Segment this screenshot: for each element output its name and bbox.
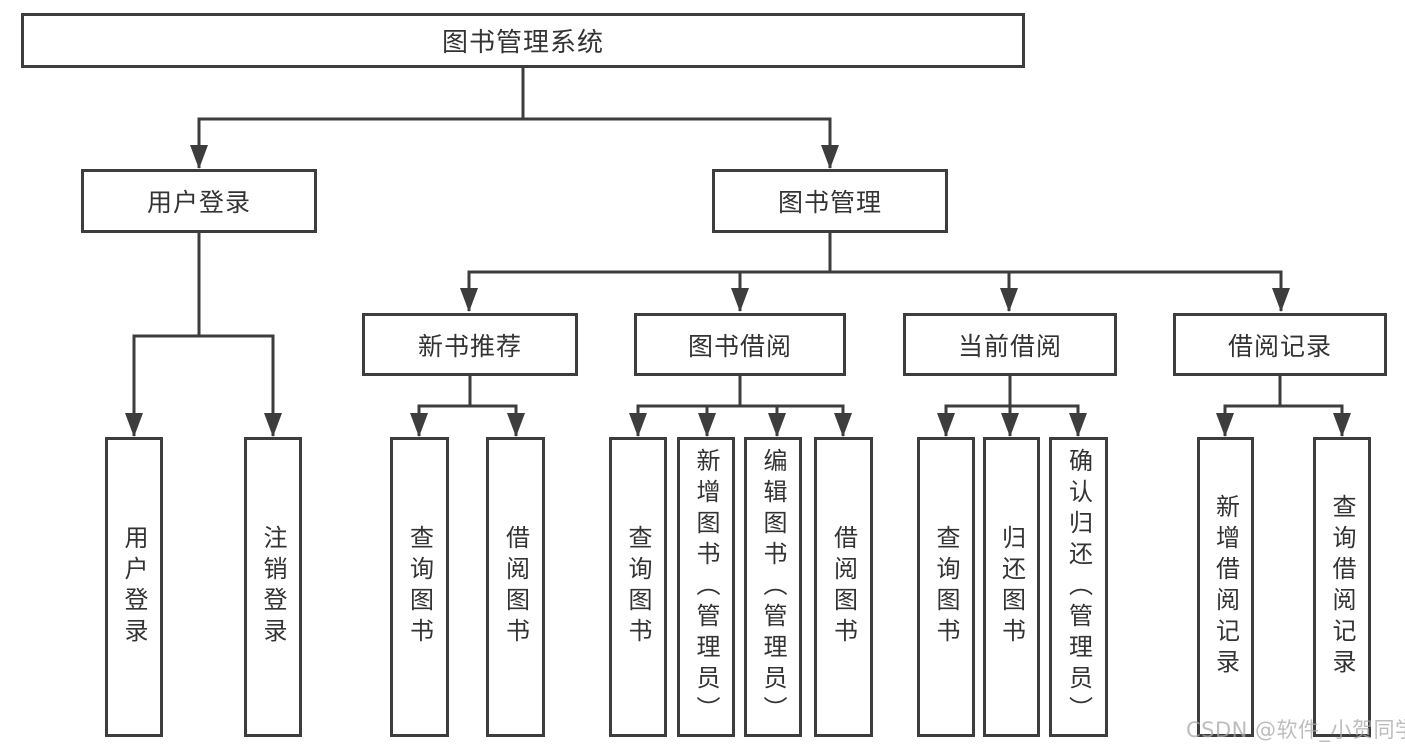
leaf-add-book-admin: 新增图书（管理员） (677, 437, 735, 737)
csdn-watermark: CSDN @软件_小贺同学 (1186, 718, 1405, 742)
leaf-return-books: 归还图书 (983, 437, 1040, 737)
leaf-query-books-current: 查询图书 (917, 437, 975, 737)
node-current-borrow: 当前借阅 (903, 313, 1117, 376)
node-library-system: 图书管理系统 (21, 13, 1025, 68)
node-borrow-records: 借阅记录 (1173, 313, 1387, 376)
leaf-borrow-books: 借阅图书 (814, 437, 873, 737)
leaf-borrow-books-recommend: 借阅图书 (486, 437, 545, 737)
leaf-edit-book-admin: 编辑图书（管理员） (744, 437, 802, 737)
leaf-query-books-recommend: 查询图书 (390, 437, 449, 737)
leaf-query-borrow-record: 查询借阅记录 (1313, 437, 1371, 737)
leaf-logout: 注销登录 (244, 437, 302, 737)
node-user-login: 用户登录 (81, 169, 317, 233)
leaf-add-borrow-record: 新增借阅记录 (1197, 437, 1254, 737)
node-new-book-recommend: 新书推荐 (362, 313, 578, 376)
leaf-query-books-borrow: 查询图书 (609, 437, 667, 737)
leaf-user-login: 用户登录 (105, 437, 163, 737)
node-book-borrow: 图书借阅 (634, 313, 846, 376)
node-book-management: 图书管理 (712, 169, 948, 233)
leaf-confirm-return-admin: 确认归还（管理员） (1049, 437, 1108, 737)
